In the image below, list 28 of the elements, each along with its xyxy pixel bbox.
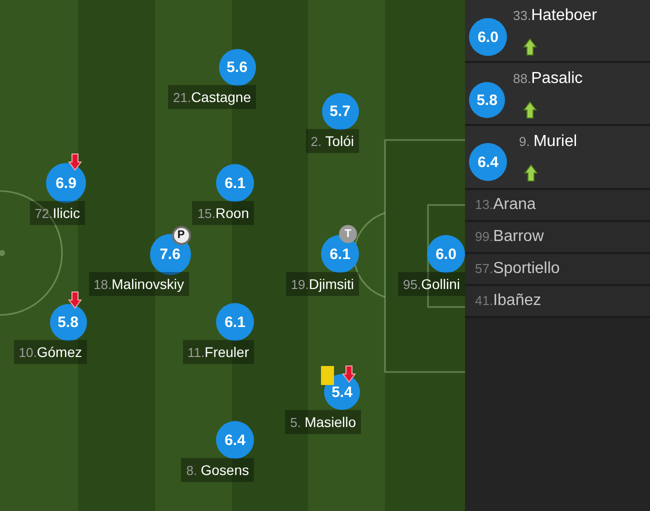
bench-row (465, 126, 650, 190)
player-rating: 6.4 (469, 143, 507, 181)
player-name: 33.Hateboer (513, 7, 597, 25)
player-name-label: 5. Masiello (285, 410, 361, 434)
bench-row (465, 63, 650, 126)
player-name: 13.Arana (475, 196, 536, 214)
bench-row (465, 190, 650, 222)
player-name-label: 15.Roon (192, 201, 254, 225)
player-name-label: 19.Djimsiti (286, 272, 359, 296)
player-name-label: 2. Tolói (306, 129, 359, 153)
player-rating: 6.0 (469, 18, 507, 56)
player-name: 41.Ibañez (475, 292, 542, 310)
player-name-label: 8. Gosens (181, 458, 254, 482)
player-name: 88.Pasalic (513, 70, 583, 88)
player-name-label: 95.Gollini (398, 272, 465, 296)
player-name: 57.Sportiello (475, 260, 560, 278)
player-name-label: 72.Ilicic (30, 201, 85, 225)
bench-row (465, 222, 650, 254)
bench-row (465, 254, 650, 286)
player-rating: 5.8 (469, 82, 505, 118)
player-name: 99.Barrow (475, 228, 544, 246)
bench-row (465, 0, 650, 63)
player-name-label: 21.Castagne (168, 85, 256, 109)
bench-row (465, 286, 650, 318)
player-name-label: 10.Gómez (14, 340, 87, 364)
player-name-label: 11.Freuler (182, 340, 254, 364)
player-name-label: 18.Malinovskiy (88, 272, 189, 296)
player-name: 9. Muriel (519, 133, 578, 151)
